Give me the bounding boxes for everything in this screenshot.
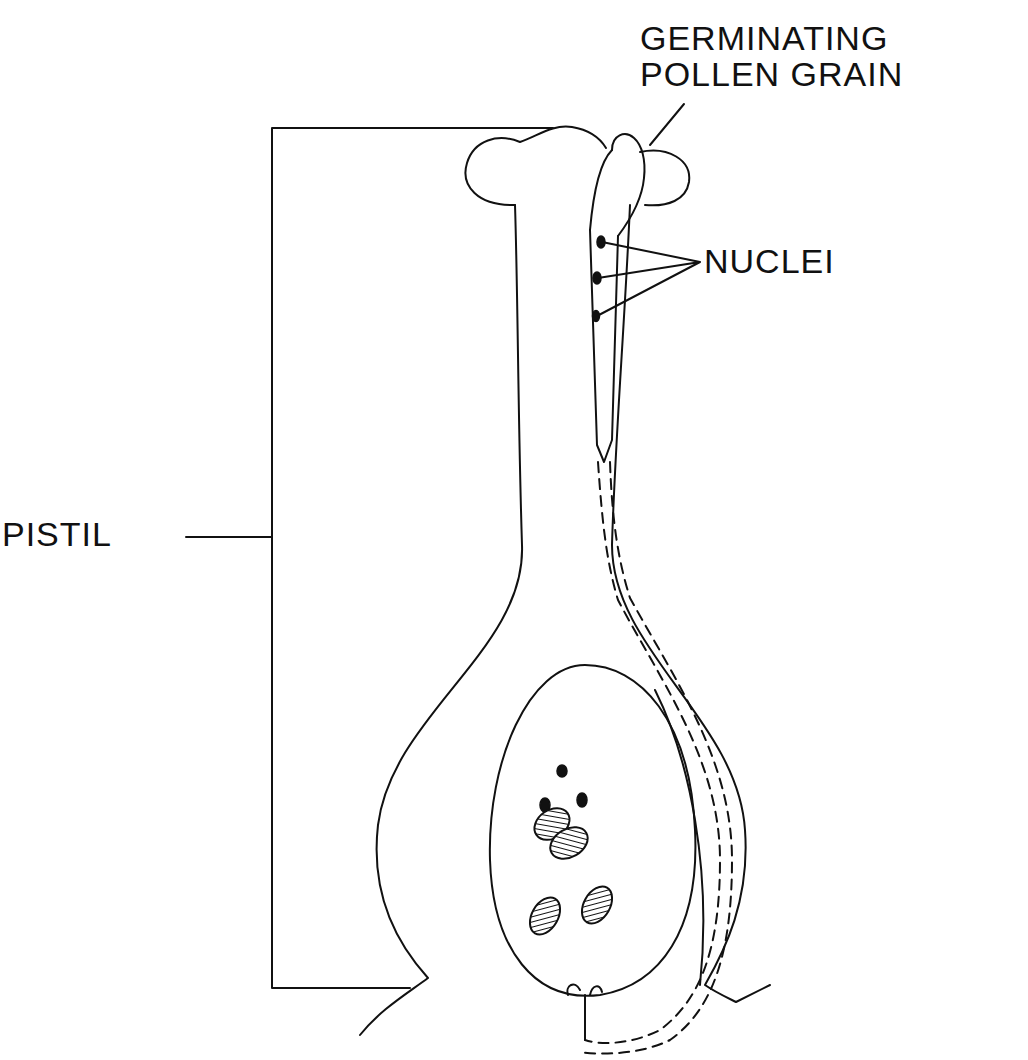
pollen-tube-path — [585, 462, 720, 1043]
nucleus — [593, 311, 600, 322]
pollen-grain — [590, 150, 612, 230]
nucleus — [577, 793, 587, 807]
nucleus — [557, 765, 567, 777]
leader-line — [650, 104, 684, 145]
ovule — [490, 665, 696, 996]
leader-line — [186, 536, 272, 538]
nucleus — [593, 272, 601, 284]
nucleus — [597, 236, 605, 248]
pistil-outline — [360, 205, 522, 1035]
part-label: NUCLEI — [704, 243, 904, 279]
pollen-grain — [612, 134, 645, 236]
pollen-tube — [590, 230, 618, 462]
stigma-outline — [640, 151, 689, 206]
stigma-outline — [466, 127, 606, 206]
ovule-integument — [655, 690, 703, 985]
leader-line — [597, 242, 700, 316]
part-label: GERMINATING POLLEN GRAIN — [640, 20, 970, 92]
micropyle — [567, 985, 602, 1040]
hatched-cell — [576, 881, 619, 929]
hatched-cell — [545, 821, 594, 865]
pistil-bracket — [272, 128, 553, 988]
pistil-outline — [612, 205, 770, 1002]
part-label: PISTIL — [2, 516, 182, 552]
hatched-cell — [524, 892, 567, 940]
pollen-tube-path — [580, 462, 732, 1054]
